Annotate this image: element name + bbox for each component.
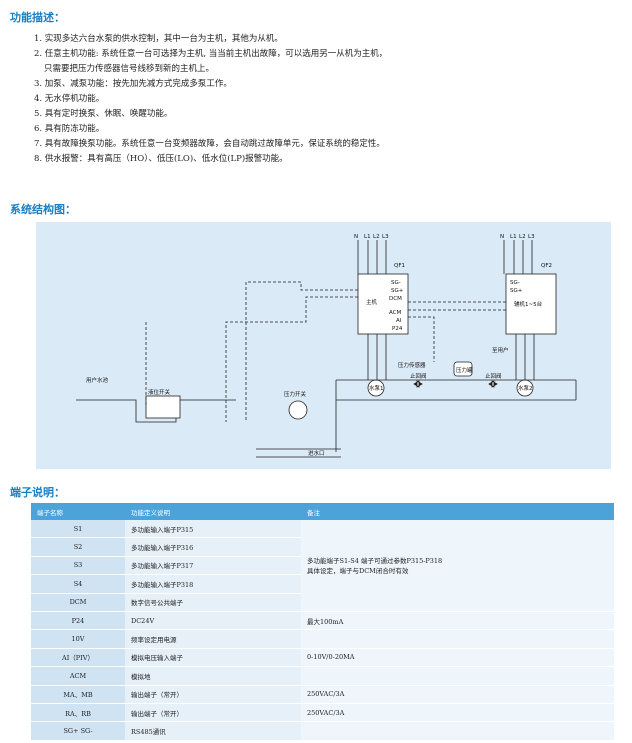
check-valve-label: 止回阀 xyxy=(485,372,502,380)
terminal-name: 10V xyxy=(31,629,125,649)
power-label: L3 xyxy=(528,234,535,240)
power-label: L2 xyxy=(373,234,380,240)
table-row: DCM 数字信号公共端子 xyxy=(31,593,614,612)
terminal-name: AI（PIV） xyxy=(31,648,125,668)
terminal-desc: 模拟电压输入端子 xyxy=(125,648,301,668)
power-label: L3 xyxy=(382,234,389,240)
terminal-name: RA、RB xyxy=(31,703,125,723)
table-row: RA、RB 输出端子（常开） 250VAC/3A xyxy=(31,703,614,723)
terminal-note: 最大100mA xyxy=(301,611,614,631)
terminal-note xyxy=(301,721,614,741)
feature-item: 3. 加泵、减泵功能：按先加先减方式完成多泵工作。 xyxy=(34,79,232,89)
terminal-desc: 输出端子（常开） xyxy=(125,703,301,723)
terminal-name: P24 xyxy=(31,611,125,631)
system-diagram: N L1 L2 L3 N L1 L2 L3 QF1 QF2 主机 SG- SG+… xyxy=(36,222,611,469)
host-label: 主机 xyxy=(366,298,378,306)
host-terminal: SG+ xyxy=(391,288,404,294)
feature-item: 1. 实现多达六台水泵的供水控制，其中一台为主机，其他为从机。 xyxy=(34,34,283,44)
pump-label: 水泵1 xyxy=(369,384,384,392)
table-header-row: 端子名称 功能定义说明 备注 xyxy=(31,503,614,520)
table-header: 功能定义说明 xyxy=(125,503,301,520)
terminal-note: 250VAC/3A xyxy=(301,703,614,723)
feature-item: 2. 任意主机功能: 系统任意一台可选择为主机, 当当前主机出故障，可以选用另一… xyxy=(34,49,388,59)
table-row: 10V 频率设定用电源 xyxy=(31,629,614,649)
terminal-desc: 输出端子（常开） xyxy=(125,685,301,704)
host-terminal: ACM xyxy=(389,310,402,316)
terminal-note: 250VAC/3A xyxy=(301,685,614,704)
power-label: L1 xyxy=(510,234,517,240)
pressure-switch-label: 压力开关 xyxy=(284,390,307,398)
table-row: S4 多功能输入端子P318 xyxy=(31,574,614,594)
system-diagram-svg: N L1 L2 L3 N L1 L2 L3 QF1 QF2 主机 SG- SG+… xyxy=(76,234,577,458)
merged-note: 多功能端子S1-S4 端子可通过参数P315-P318 具体设定，端子与DCM闭… xyxy=(301,520,614,612)
feature-item: 8. 供水报警：具有高压（HO）、低压(LO)、低水位(LP)报警功能。 xyxy=(34,154,288,164)
host-terminal: AI xyxy=(396,318,402,324)
terminal-name: DCM xyxy=(31,593,125,612)
terminal-desc: RS485通讯 xyxy=(125,721,301,741)
aux-terminal: SG+ xyxy=(510,288,523,294)
terminal-note: 0-10V/0-20MA xyxy=(301,648,614,668)
terminal-note xyxy=(301,629,614,649)
power-label: N xyxy=(500,234,504,240)
table-row: S1 多功能输入端子P315 多功能端子S1-S4 端子可通过参数P315-P3… xyxy=(31,520,614,612)
breaker-label: QF1 xyxy=(394,263,405,269)
terminal-table: 端子名称 功能定义说明 备注 S1 多功能输入端子P315 多功能端子S1-S4… xyxy=(31,503,614,741)
terminal-desc: 模拟地 xyxy=(125,666,301,686)
terminal-name: S3 xyxy=(31,556,125,576)
merged-note-line: 具体设定，端子与DCM闭合时有效 xyxy=(307,567,409,576)
feature-item: 6. 具有防冻功能。 xyxy=(34,124,105,134)
table-row: S2 多功能输入端子P316 xyxy=(31,537,614,557)
table-row: AI（PIV） 模拟电压输入端子 0-10V/0-20MA xyxy=(31,648,614,668)
power-label: L2 xyxy=(519,234,526,240)
feature-item: 5. 具有定时换泵、休眠、唤醒功能。 xyxy=(34,109,173,119)
table-header: 端子名称 xyxy=(31,503,125,520)
feature-item: 4. 无水停机功能。 xyxy=(34,94,105,104)
pressure-sensor-label: 压力传感器 xyxy=(398,361,426,369)
terminal-desc: 多功能输入端子P318 xyxy=(125,574,301,594)
merged-note-line: 多功能端子S1-S4 端子可通过参数P315-P318 xyxy=(307,557,443,566)
terminal-desc: 数字信号公共端子 xyxy=(125,593,301,612)
feature-item: 7. 具有故障换泵功能。系统任意一台变频器故障，会自动跳过故障单元，保证系统的稳… xyxy=(34,139,385,149)
power-label: N xyxy=(354,234,358,240)
breaker-label: QF2 xyxy=(541,263,552,269)
terminals-title: 端子说明： xyxy=(10,486,65,499)
terminal-name: S1 xyxy=(31,520,125,539)
table-row: MA、MB 输出端子（常开） 250VAC/3A xyxy=(31,685,614,704)
host-terminal: SG- xyxy=(391,280,401,286)
user-pool-label: 用户水池 xyxy=(86,376,109,384)
terminal-name: MA、MB xyxy=(31,685,125,704)
power-label: L1 xyxy=(364,234,371,240)
features-list: 1. 实现多达六台水泵的供水控制，其中一台为主机，其他为从机。 2. 任意主机功… xyxy=(34,32,624,167)
features-title: 功能描述： xyxy=(10,11,65,24)
level-switch-label: 液位开关 xyxy=(148,388,171,396)
table-row: SG+ SG- RS485通讯 xyxy=(31,721,614,741)
table-row: S3 多功能输入端子P317 xyxy=(31,556,614,576)
terminal-name: S2 xyxy=(31,537,125,557)
structure-title: 系统结构图： xyxy=(10,203,76,216)
check-valve-label: 止回阀 xyxy=(410,372,427,380)
terminal-name: ACM xyxy=(31,666,125,686)
pump-label: 水泵2 xyxy=(518,384,533,392)
table-header: 备注 xyxy=(301,503,614,520)
terminal-desc: DC24V xyxy=(125,611,301,631)
terminal-desc: 多功能输入端子P316 xyxy=(125,537,301,557)
feature-item: 只需要把压力传感器信号线移到新的主机上。 xyxy=(44,64,215,74)
table-row: ACM 模拟地 xyxy=(31,666,614,686)
terminal-desc: 多功能输入端子P317 xyxy=(125,556,301,576)
terminal-name: SG+ SG- xyxy=(31,721,125,741)
terminal-desc: 频率设定用电源 xyxy=(125,629,301,649)
pressure-tank-label: 压力罐 xyxy=(456,366,473,374)
terminal-name: S4 xyxy=(31,574,125,594)
host-terminal: P24 xyxy=(392,326,403,332)
host-terminal: DCM xyxy=(389,296,402,302)
terminal-note xyxy=(301,666,614,686)
user-label: 至用户 xyxy=(492,346,509,354)
inlet-label: 进水口 xyxy=(308,449,325,457)
aux-label: 辅机1~5台 xyxy=(514,300,543,308)
terminal-desc: 多功能输入端子P315 xyxy=(125,520,301,539)
table-row: P24 DC24V 最大100mA xyxy=(31,611,614,631)
aux-terminal: SG- xyxy=(510,280,520,286)
